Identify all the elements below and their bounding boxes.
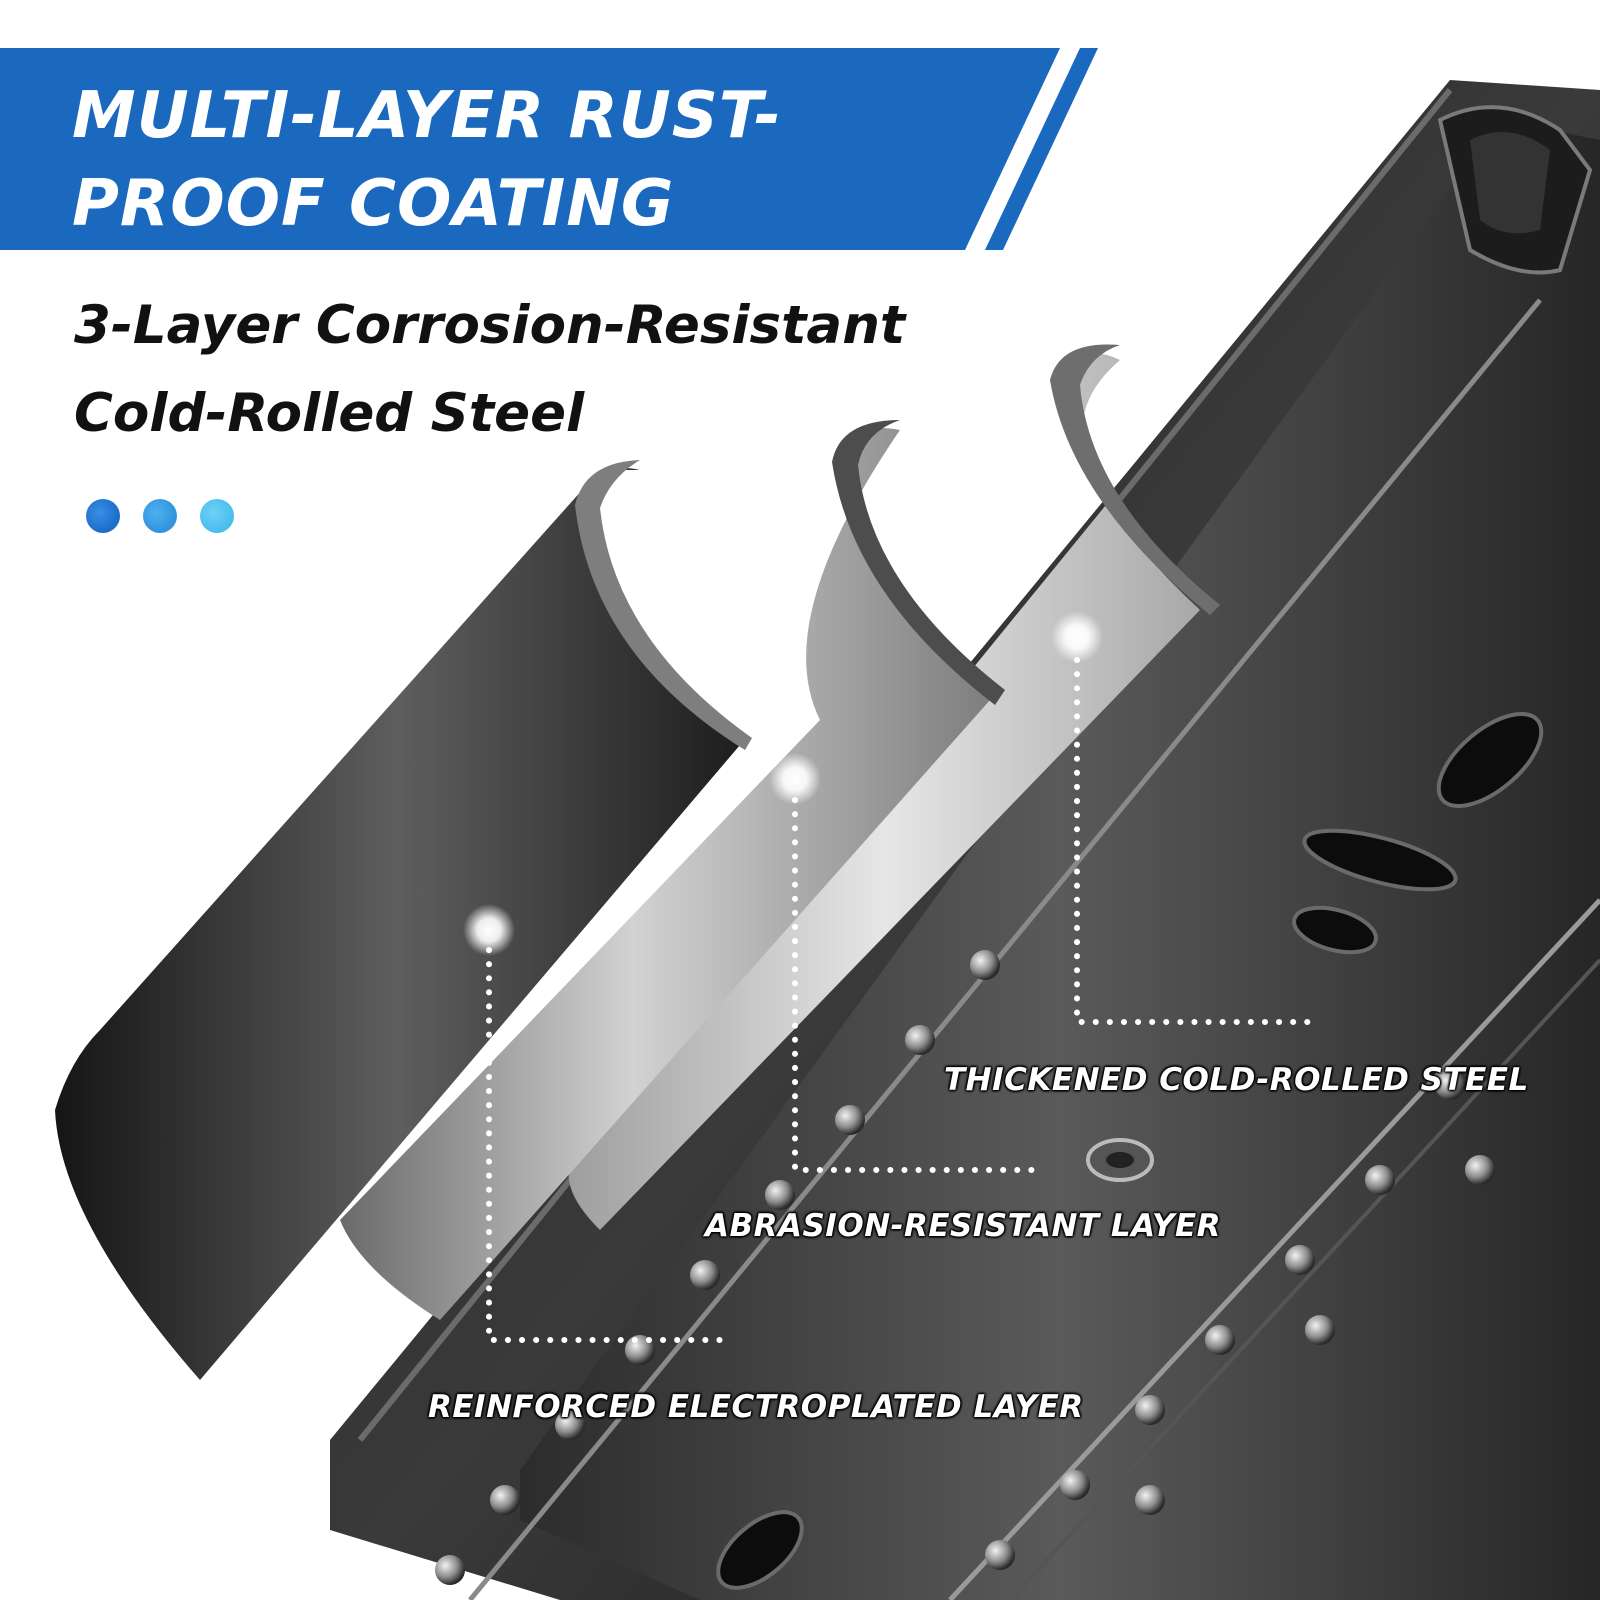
subtitle-line-1: 3-Layer Corrosion-Resistant — [74, 295, 906, 356]
coating-layer-1 — [55, 460, 752, 1380]
ball-bearings-right — [985, 1070, 1495, 1570]
decorative-dots — [86, 499, 246, 533]
title-banner-shape — [0, 48, 1098, 250]
subtitle: 3-Layer Corrosion-Resistant Cold-Rolled … — [74, 282, 905, 458]
dot-icon — [86, 499, 120, 533]
banner-title-line-2: PROOF COATING — [72, 167, 675, 241]
subtitle-line-2: Cold-Rolled Steel — [74, 383, 585, 444]
dot-icon — [143, 499, 177, 533]
banner-title: MULTI-LAYER RUST- PROOF COATING — [72, 72, 782, 248]
leader-lines — [486, 657, 1315, 1343]
dot-icon — [200, 499, 234, 533]
banner-title-line-1: MULTI-LAYER RUST- — [72, 79, 782, 153]
coating-layer-2 — [340, 420, 1005, 1320]
layer-label-abrasion: ABRASION-RESISTANT LAYER — [705, 1208, 1222, 1244]
layer-label-steel: THICKENED COLD-ROLLED STEEL — [944, 1062, 1529, 1098]
layer-label-electroplated: REINFORCED ELECTROPLATED LAYER — [428, 1389, 1084, 1425]
ball-bearings-left — [435, 950, 1000, 1585]
glow-points — [463, 611, 1103, 956]
